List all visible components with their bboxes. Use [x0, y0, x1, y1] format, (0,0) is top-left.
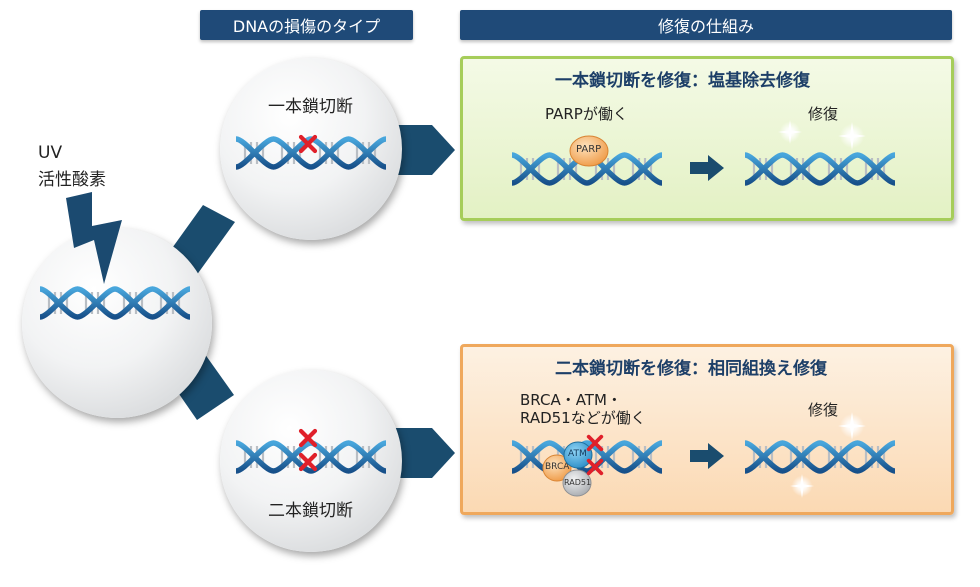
cause-label-ros: 活性酸素	[38, 170, 106, 190]
double-repaired-label: 修復	[808, 401, 839, 419]
sparkle-icon	[790, 474, 814, 498]
single-strand-label: 一本鎖切断	[268, 97, 353, 117]
repair-mechanism-header: 修復の仕組み	[460, 10, 952, 40]
single-strand-repair-box	[460, 56, 954, 221]
double-after-dna-icon	[745, 437, 895, 477]
normal-dna-circle	[22, 228, 212, 418]
sparkle-icon	[778, 120, 802, 144]
sparkle-icon	[838, 122, 866, 150]
normal-dna-icon	[40, 283, 190, 323]
parp-protein-icon	[569, 135, 609, 167]
repair-mechanism-header-text: 修復の仕組み	[657, 17, 754, 36]
rad51-protein-label: RAD51	[564, 478, 592, 487]
double-strand-label: 二本鎖切断	[268, 501, 353, 521]
damage-types-header: DNAの損傷のタイプ	[200, 10, 413, 40]
double-result-arrow-icon	[690, 443, 724, 469]
rad51-protein-icon	[562, 469, 592, 497]
double-break-mark-top-icon	[298, 428, 318, 448]
arrow-to-double-repair	[395, 428, 455, 478]
double-strand-repair-title: 二本鎖切断を修復：相同組換え修復	[555, 359, 827, 379]
parp-actor-text: PARPが働く	[545, 105, 628, 123]
double-actor-text-line1: BRCA・ATM・	[520, 391, 622, 409]
damage-types-header-text: DNAの損傷のタイプ	[232, 17, 381, 36]
double-actor-text-line2: RAD51などが働く	[520, 409, 646, 427]
atm-protein-icon	[563, 441, 593, 469]
double-break-mark-bottom-icon	[298, 452, 318, 472]
atm-protein-label: ATM	[568, 449, 587, 459]
cause-label-uv: UV	[38, 143, 63, 163]
single-strand-repair-title: 一本鎖切断を修復：塩基除去修復	[555, 71, 810, 91]
parp-protein-label: PARP	[576, 144, 602, 155]
single-break-mark-icon	[298, 134, 318, 154]
sparkle-icon	[838, 412, 866, 440]
single-result-arrow-icon	[690, 155, 724, 181]
double-strand-repair-box	[460, 344, 954, 515]
lightning-icon	[66, 192, 122, 284]
repair-break-mark-top-icon	[586, 434, 604, 452]
brca-protein-icon	[542, 454, 572, 482]
repair-break-mark-bottom-icon	[586, 458, 604, 476]
single-after-dna-icon	[745, 149, 895, 189]
single-repaired-label: 修復	[808, 105, 839, 123]
arrow-to-single-repair	[395, 125, 455, 175]
brca-protein-label: BRCA	[545, 462, 570, 472]
